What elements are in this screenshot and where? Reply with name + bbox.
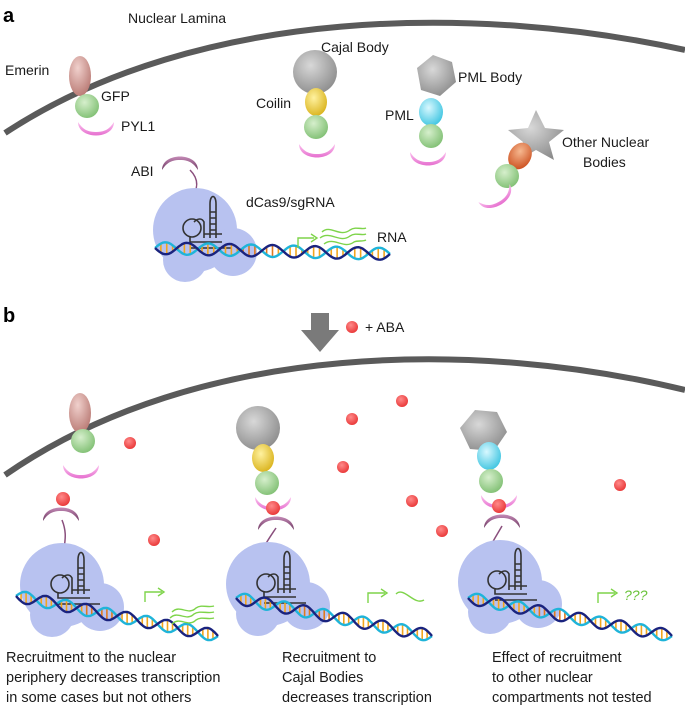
gfp-shape-b1 [71,429,95,453]
gfp-label: GFP [101,88,130,104]
caption-line: Recruitment to the nuclear [6,650,177,666]
tss-arrow-b1 [144,591,162,602]
rna-transcript-b2 [395,591,425,602]
panel-a-letter: a [3,5,15,27]
lamina-label: Nuclear Lamina [128,10,226,26]
gfp-shape-other [495,164,519,188]
panel-b-letter: b [3,305,15,327]
caption-line: Recruitment to [282,650,377,666]
dna-strand [467,596,673,638]
aba-molecules [124,395,626,546]
dna-strand [15,594,219,638]
dcas9-label: dCas9/sgRNA [246,194,335,210]
pml-label: PML [385,107,414,123]
pyl1-shape-b1 [63,465,99,479]
caption-line: Effect of recruitment [492,650,622,666]
caption-line: compartments not tested [492,690,652,706]
other-anchor-shape [508,142,532,170]
pyl1-shape [78,122,114,136]
pml-shape-b [477,442,501,470]
tss-arrow-b2 [367,592,385,603]
caption-cajal-bodies: Recruitment to Cajal Bodies decreases tr… [282,648,432,708]
cajal-label: Cajal Body [321,39,389,55]
aba-bound-b2 [266,501,280,515]
unknown-transcript-label: ??? [624,587,648,603]
aba-bound-b1 [56,492,70,506]
dna-helix-b2 [235,592,433,642]
coilin-shape-b [252,444,274,472]
pml-shape [419,98,443,126]
down-arrow [301,313,339,352]
gfp-shape-cajal [304,115,328,139]
dna-helix-b3 [467,592,673,642]
emerin-label: Emerin [5,62,49,78]
caption-line: Cajal Bodies [282,670,364,686]
abi-shape-b2 [258,516,294,530]
pyl1-shape-cajal [299,144,335,158]
caption-line: decreases transcription [282,690,432,706]
pml-body-shape-b [460,410,507,451]
tss-arrow-b3 [597,592,615,603]
other-label-2: Bodies [583,154,626,170]
aba-molecule-legend [346,321,358,333]
cajal-body-shape [293,50,337,94]
caption-line: to other nuclear [492,670,593,686]
pyl1-shape-other [478,184,517,214]
gfp-shape [75,94,99,118]
gfp-shape-b2 [255,471,279,495]
dna-helix-a [154,241,391,261]
pml-body-shape [417,55,456,96]
caption-nuclear-periphery: Recruitment to the nuclear periphery dec… [6,648,220,708]
aba-label: + ABA [365,319,405,335]
tss-arrow-a [297,237,314,248]
abi-label: ABI [131,163,154,179]
dna-strand [154,241,391,261]
aba-bound-b3 [492,499,506,513]
gfp-shape-b3 [479,469,503,493]
caption-other-compartments: Effect of recruitment to other nuclear c… [492,648,652,708]
pyl1-label: PYL1 [121,118,155,134]
emerin-shape [69,56,91,96]
caption-line: periphery decreases transcription [6,670,221,686]
dna-helix-b1 [15,590,219,642]
nuclear-lamina-a [3,19,685,136]
caption-line: in some cases but not others [6,690,192,706]
dcas9-shape-b3 [458,540,562,634]
abi-shape [162,156,198,170]
abi-shape-b1 [43,507,79,521]
dcas9-shape [153,188,257,282]
gfp-shape-pml [419,124,443,148]
rna-transcripts-b1 [169,605,215,625]
dna-strand [154,241,391,261]
rna-transcripts-a [319,227,367,246]
nuclear-lamina-b [3,356,685,478]
abi-shape-b3 [484,514,520,528]
other-label-1: Other Nuclear [562,134,649,150]
coilin-shape [305,88,327,116]
pyl1-shape-pml [410,152,446,166]
cajal-body-shape-b [236,406,280,450]
emerin-shape-b [69,393,91,433]
coilin-label: Coilin [256,95,291,111]
rna-label: RNA [377,229,407,245]
pml-body-label: PML Body [458,69,522,85]
dna-strand [235,596,433,638]
